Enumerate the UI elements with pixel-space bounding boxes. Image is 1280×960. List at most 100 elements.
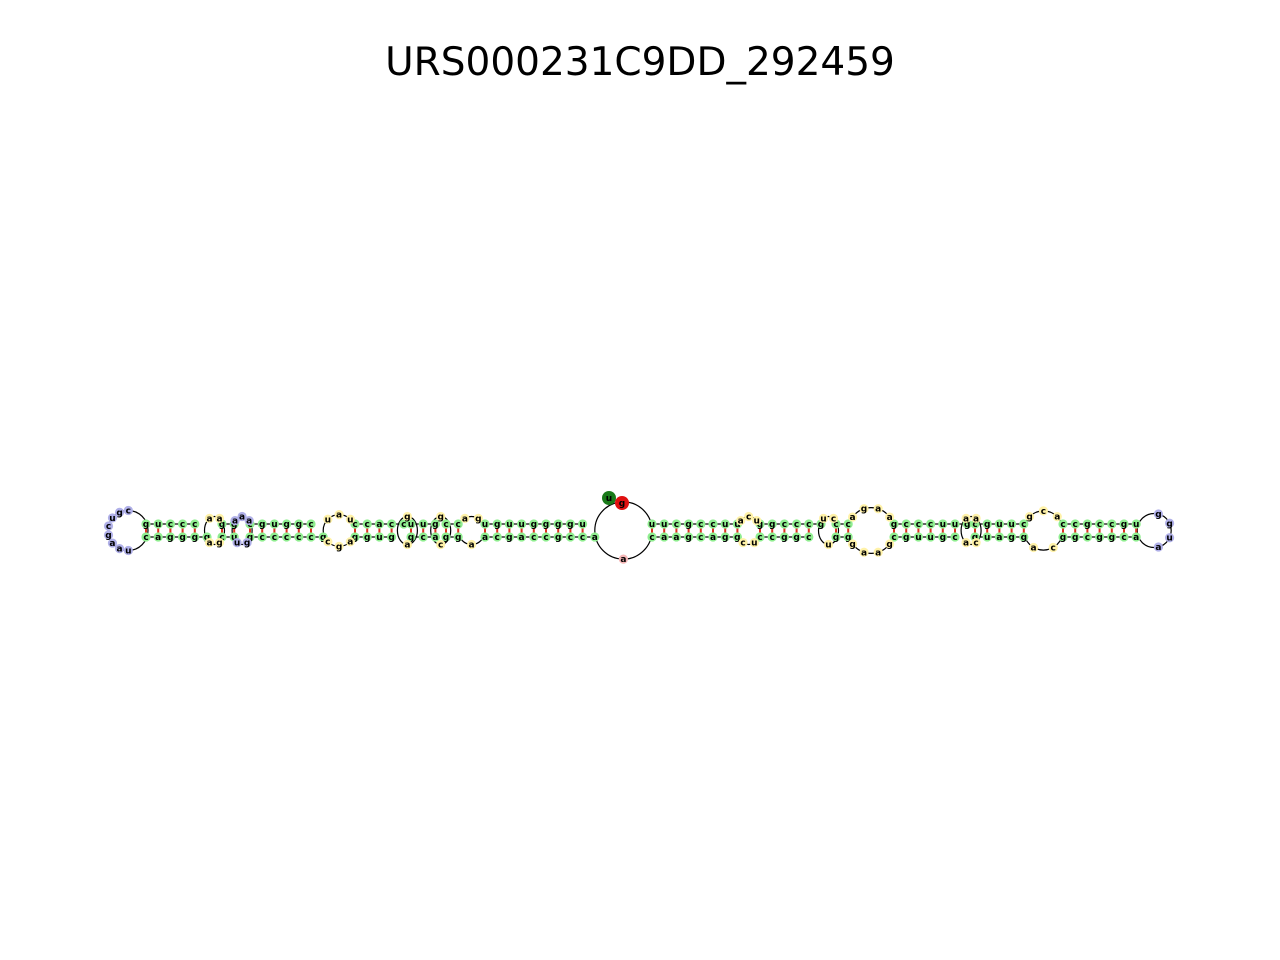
svg-text:a: a [206, 514, 212, 524]
diagram-title: URS000231C9DD_292459 [385, 40, 895, 85]
svg-text:c: c [325, 538, 330, 548]
multi-loop-nucleotide: a [618, 554, 629, 565]
stem-nucleotide: c [1058, 519, 1068, 530]
stem-nucleotide: a [517, 532, 527, 543]
svg-text:c: c [1041, 507, 1046, 517]
svg-text:c: c [308, 520, 313, 530]
svg-text:g: g [555, 533, 561, 543]
svg-text:g: g [734, 533, 740, 543]
svg-text:g: g [296, 520, 302, 530]
stem-nucleotide: c [257, 532, 267, 543]
svg-text:u: u [1008, 520, 1014, 530]
stem-nucleotide: g [165, 532, 175, 543]
interior-loop-nucleotide: c [1048, 542, 1058, 553]
hairpin-nucleotide: c [123, 505, 133, 517]
svg-text:c: c [272, 533, 277, 543]
svg-text:c: c [1085, 533, 1090, 543]
svg-text:a: a [710, 533, 716, 543]
svg-text:a: a [347, 538, 353, 548]
interior-loop-nucleotide: a [1052, 512, 1062, 523]
svg-text:g: g [685, 533, 691, 543]
svg-text:g: g [833, 533, 839, 543]
stem-nucleotide: g [1119, 519, 1129, 530]
stem-nucleotide: u [480, 519, 490, 530]
svg-text:u: u [940, 520, 946, 530]
stem-nucleotide: g [362, 532, 372, 543]
hairpin-nucleotide: u [123, 545, 133, 556]
stem-nucleotide: a [480, 532, 490, 543]
svg-text:c: c [365, 520, 370, 530]
svg-text:c: c [757, 533, 762, 543]
svg-text:c: c [770, 533, 775, 543]
svg-text:g: g [1026, 513, 1032, 523]
stem-nucleotide: u [913, 532, 924, 543]
svg-text:c: c [833, 520, 838, 530]
svg-text:g: g [475, 514, 481, 524]
svg-text:c: c [1051, 543, 1056, 553]
stem-nucleotide: u [374, 532, 384, 543]
svg-text:u: u [820, 514, 826, 524]
interior-loop-nucleotide: c [738, 538, 748, 549]
svg-text:c: c [846, 520, 851, 530]
svg-text:u: u [649, 520, 655, 530]
svg-text:u: u [915, 533, 921, 543]
svg-text:a: a [246, 517, 252, 527]
svg-text:a: a [592, 533, 598, 543]
svg-text:g: g [247, 533, 253, 543]
svg-text:g: g [352, 533, 358, 543]
svg-text:g: g [204, 533, 210, 543]
svg-text:u: u [606, 494, 612, 504]
stem-nucleotide: c [1107, 519, 1117, 530]
stem-nucleotide: c [190, 519, 200, 530]
svg-text:g: g [793, 533, 799, 543]
svg-text:g: g [781, 533, 787, 543]
stem-nucleotide: c [565, 532, 576, 543]
svg-text:c: c [421, 533, 426, 543]
svg-text:u: u [234, 539, 240, 549]
svg-text:c: c [260, 533, 265, 543]
stem-nucleotide: c [541, 532, 551, 543]
svg-text:g: g [408, 533, 414, 543]
interior-loop-nucleotide: a [204, 538, 215, 549]
svg-text:g: g [432, 520, 438, 530]
svg-text:c: c [180, 520, 185, 530]
stem-nucleotide: g [406, 532, 416, 543]
svg-text:a: a [1054, 513, 1060, 523]
stem-nucleotide: g [779, 532, 790, 543]
stem-nucleotide: u [926, 532, 936, 543]
stem-nucleotide: a [590, 532, 600, 543]
stem-nucleotide: c [767, 532, 777, 543]
svg-text:u: u [109, 514, 115, 524]
svg-text:c: c [710, 520, 715, 530]
stem-nucleotide: g [529, 519, 539, 530]
svg-text:u: u [1133, 520, 1139, 530]
svg-text:u: u [347, 515, 353, 525]
svg-text:a: a [861, 548, 867, 558]
stem-nucleotide: c [362, 519, 372, 530]
svg-text:a: a [1155, 543, 1161, 553]
interior-loop-nucleotide: c [1038, 506, 1048, 517]
stem-nucleotide: g [553, 532, 563, 543]
svg-text:c: c [1109, 520, 1114, 530]
interior-loop-nucleotide: a [204, 513, 215, 524]
svg-text:a: a [462, 514, 468, 524]
stem-nucleotide: g [720, 532, 730, 543]
stem-nucleotide: g [541, 519, 551, 530]
hairpin-nucleotide: u [1164, 533, 1175, 544]
stem-nucleotide: u [659, 519, 669, 530]
svg-text:g: g [1155, 510, 1161, 520]
stem-nucleotide: c [671, 519, 682, 530]
svg-text:c: c [389, 520, 394, 530]
svg-text:u: u [376, 533, 382, 543]
interior-loop-nucleotide: u [818, 513, 829, 524]
svg-text:c: c [831, 514, 836, 524]
svg-text:a: a [482, 533, 488, 543]
svg-text:g: g [404, 513, 410, 523]
interior-loop-nucleotide: g [402, 511, 412, 523]
svg-text:c: c [568, 533, 573, 543]
interior-loop-nucleotide: u [345, 514, 355, 525]
five-prime-end-marker: u [602, 491, 616, 505]
hairpin-loop-nucleotide: a [237, 511, 247, 523]
svg-text:a: a [404, 541, 410, 551]
hairpin-nucleotide: g [114, 507, 125, 518]
